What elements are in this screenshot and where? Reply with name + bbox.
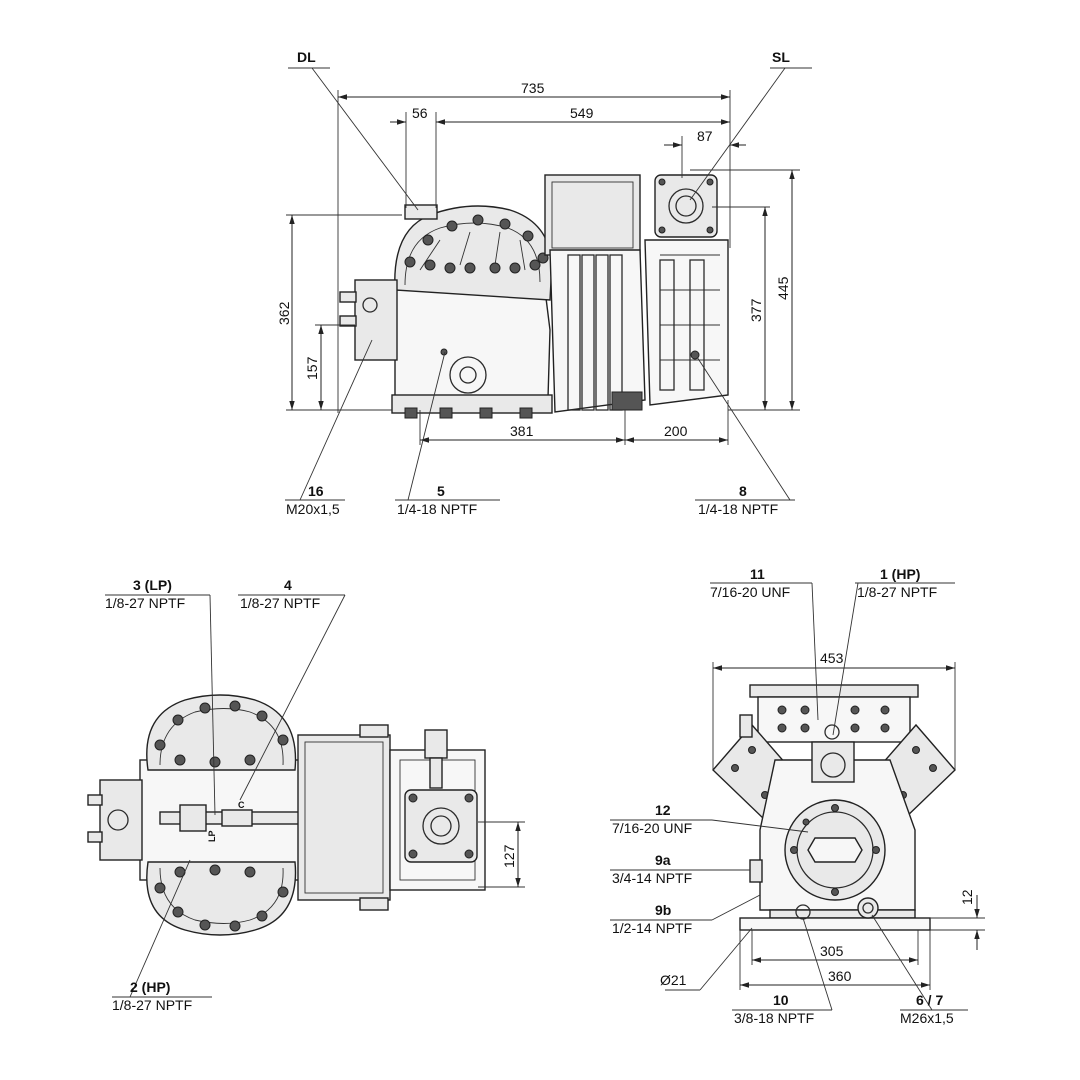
mark-c: C	[238, 800, 245, 810]
callout-9a-number: 9a	[655, 852, 671, 868]
side-view-dimension-lines	[289, 94, 795, 443]
callout-8-spec: 1/4-18 NPTF	[698, 501, 778, 517]
callout-6-7-spec: M26x1,5	[900, 1010, 954, 1026]
dim-87: 87	[697, 128, 713, 144]
callout-9b-number: 9b	[655, 902, 671, 918]
dim-377: 377	[748, 298, 764, 322]
callout-1-hp-spec: 1/8-27 NPTF	[857, 584, 937, 600]
side-view: DL SL 735 56 549 87 362 157 377 445 381 …	[276, 49, 812, 517]
dim-735: 735	[521, 80, 545, 96]
dim-157: 157	[304, 356, 320, 380]
dim-362: 362	[276, 301, 292, 325]
callout-sl: SL	[772, 49, 790, 65]
end-view: 453 305 360 12 11 7/16-20 UNF 1 (HP) 1/8…	[610, 566, 985, 1026]
callout-16-spec: M20x1,5	[286, 501, 340, 517]
top-view-compressor-body	[87, 694, 486, 936]
dim-12: 12	[959, 889, 975, 905]
end-view-extension-lines	[712, 662, 985, 990]
callout-12-spec: 7/16-20 UNF	[612, 820, 692, 836]
callout-16-number: 16	[308, 483, 324, 499]
callout-5-spec: 1/4-18 NPTF	[397, 501, 477, 517]
callout-5-number: 5	[437, 483, 445, 499]
dim-305: 305	[820, 943, 844, 959]
dim-56: 56	[412, 105, 428, 121]
callout-11-number: 11	[750, 566, 765, 582]
callout-8-number: 8	[739, 483, 747, 499]
callout-11-spec: 7/16-20 UNF	[710, 584, 790, 600]
side-view-compressor-body	[339, 174, 729, 419]
dim-200: 200	[664, 423, 688, 439]
callout-9b-spec: 1/2-14 NPTF	[612, 920, 692, 936]
callout-10-spec: 3/8-18 NPTF	[734, 1010, 814, 1026]
callout-diameter-21: Ø21	[660, 972, 687, 988]
end-view-leader-lines	[610, 582, 968, 1011]
side-view-leader-lines	[285, 67, 812, 501]
top-view-dimension-lines	[478, 821, 525, 888]
top-view: LP C 127 3 (LP) 1/8-27 NPTF 4 1/8-27 NPT…	[87, 577, 525, 1013]
dim-381: 381	[510, 423, 534, 439]
callout-3-lp-number: 3 (LP)	[133, 577, 172, 593]
top-view-leader-lines	[105, 594, 346, 998]
callout-4-number: 4	[284, 577, 292, 593]
end-view-dimension-lines	[713, 665, 980, 988]
callout-3-lp-spec: 1/8-27 NPTF	[105, 595, 185, 611]
callout-12-number: 12	[655, 802, 671, 818]
end-view-compressor-body	[712, 684, 956, 931]
dim-453: 453	[820, 650, 844, 666]
callout-10-number: 10	[773, 992, 789, 1008]
dim-360: 360	[828, 968, 852, 984]
callout-2-hp-number: 2 (HP)	[130, 979, 170, 995]
mark-lp: LP	[207, 830, 217, 842]
dim-127: 127	[501, 844, 517, 868]
callout-dl: DL	[297, 49, 316, 65]
callout-9a-spec: 3/4-14 NPTF	[612, 870, 692, 886]
callout-2-hp-spec: 1/8-27 NPTF	[112, 997, 192, 1013]
callout-6-7-number: 6 / 7	[916, 992, 943, 1008]
callout-4-spec: 1/8-27 NPTF	[240, 595, 320, 611]
callout-1-hp-number: 1 (HP)	[880, 566, 920, 582]
dim-445: 445	[775, 276, 791, 300]
dim-549: 549	[570, 105, 594, 121]
